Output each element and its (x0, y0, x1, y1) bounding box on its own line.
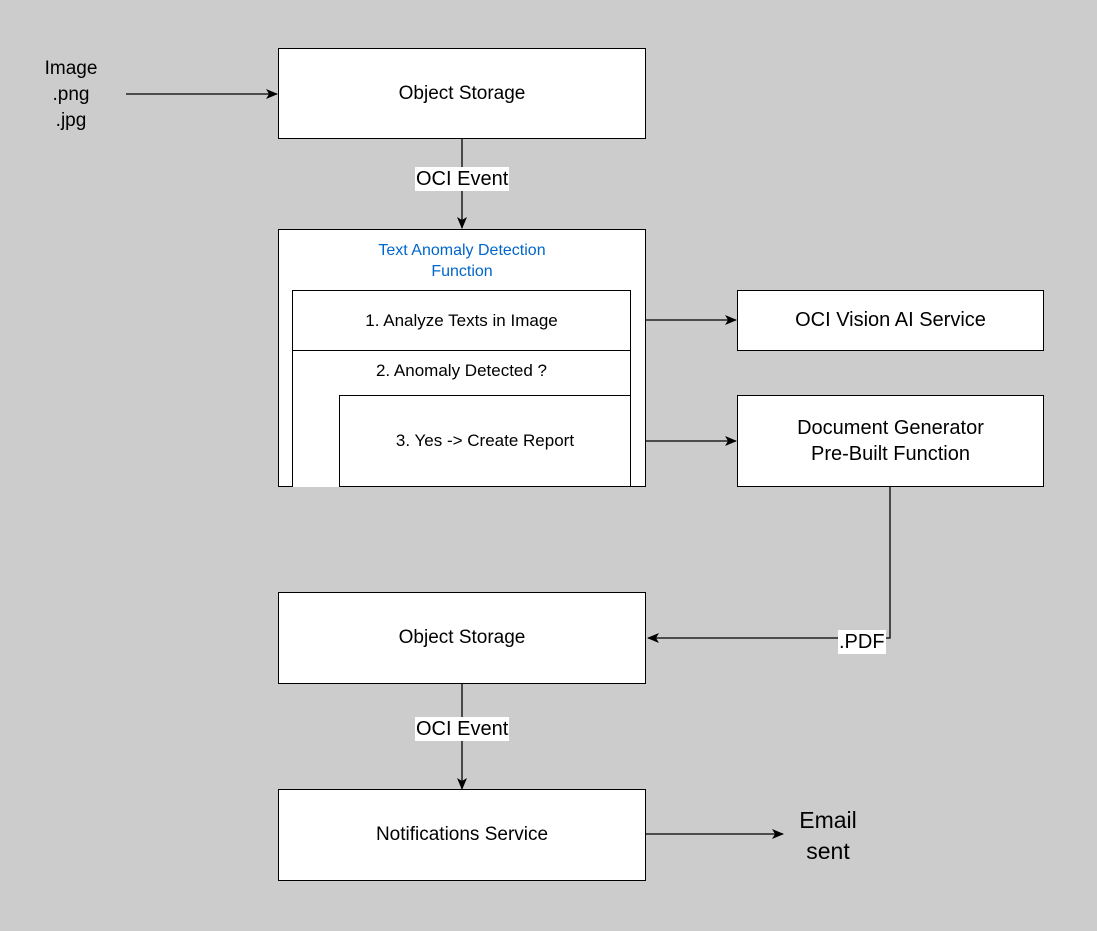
notifications-service-box[interactable]: Notifications Service (278, 789, 646, 881)
step3-report-box[interactable]: 3. Yes -> Create Report (339, 395, 631, 487)
object-storage-2-label: Object Storage (398, 627, 526, 648)
document-generator-box[interactable]: Document Generator Pre-Built Function (737, 395, 1044, 487)
email-sent-label: Email sent (799, 807, 857, 864)
vision-ai-service-label: OCI Vision AI Service (795, 309, 986, 331)
document-generator-label: Document Generator Pre-Built Function (797, 417, 984, 465)
object-storage-1-label: Object Storage (398, 82, 526, 104)
notifications-service-label: Notifications Service (375, 824, 549, 845)
arrow-docgen-to-storage2 (647, 487, 891, 643)
step2-label: 2. Anomaly Detected ? (375, 361, 548, 380)
step1-analyze-box[interactable]: 1. Analyze Texts in Image (292, 290, 631, 351)
oci-event-label-1: OCI Event (415, 167, 510, 191)
step1-label: 1. Analyze Texts in Image (365, 310, 558, 330)
pdf-label: .PDF (838, 630, 886, 654)
object-storage-box-2[interactable]: Object Storage (278, 592, 646, 684)
vision-ai-service-box[interactable]: OCI Vision AI Service (737, 290, 1044, 351)
object-storage-box-1[interactable]: Object Storage (278, 48, 646, 139)
step3-label: 3. Yes -> Create Report (395, 431, 575, 450)
oci-event-label-2: OCI Event (415, 717, 510, 741)
function-title: Text Anomaly Detection Function (378, 242, 546, 280)
input-image-label: Image .png .jpg (44, 58, 98, 131)
